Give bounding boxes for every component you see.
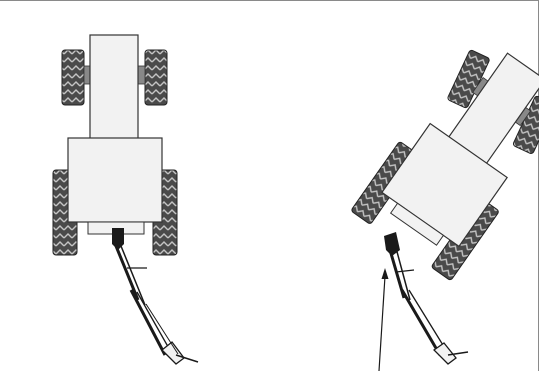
rear-plate <box>389 202 445 246</box>
pointer-arrow <box>378 268 389 371</box>
tractor-straight <box>52 34 199 365</box>
tractor-hood <box>89 34 139 142</box>
implement-turning <box>388 247 469 365</box>
implement-straight <box>114 245 199 365</box>
tractor-turning <box>351 49 539 371</box>
front-left-tire <box>61 49 85 106</box>
front-right-tire <box>144 49 168 106</box>
hitch-block <box>112 228 124 250</box>
tractor-cab <box>67 137 163 223</box>
